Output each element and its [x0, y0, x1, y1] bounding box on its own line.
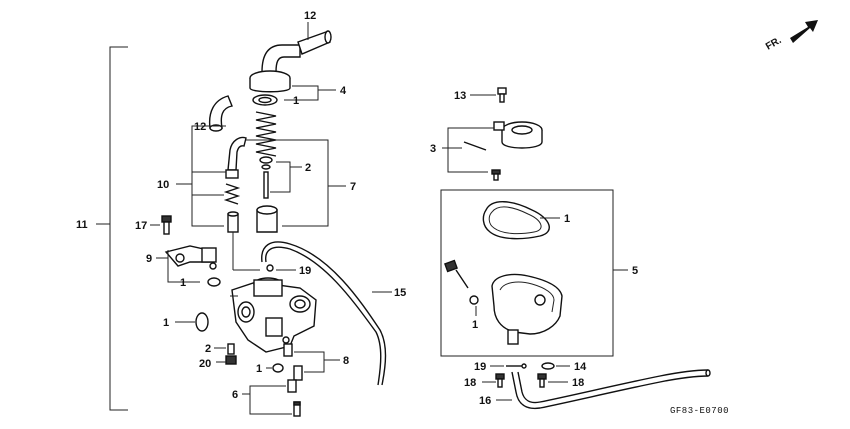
o-ring-1-bottom	[272, 363, 284, 373]
callout-11: 11	[76, 219, 88, 231]
callout-6: 6	[232, 389, 238, 401]
drain-tube-16	[511, 369, 711, 410]
callout-19-left: 19	[299, 265, 311, 277]
front-direction-label: FR.	[764, 35, 784, 53]
callout-10: 10	[157, 179, 169, 191]
choke-cable-elbow	[225, 136, 247, 179]
float-valve-13	[497, 87, 507, 103]
screw-18-right	[537, 373, 547, 388]
callout-13: 13	[454, 90, 466, 102]
assembly-bracket-11	[96, 46, 128, 411]
screw-18-left	[495, 373, 505, 388]
callout-2-needle: 2	[305, 162, 311, 174]
chamber-gasket-1	[482, 201, 550, 240]
front-direction-arrow-icon	[790, 20, 818, 43]
float-3	[493, 121, 543, 149]
choke-plunger	[227, 211, 239, 233]
callout-1-left: 1	[180, 277, 186, 289]
callout-19-right: 19	[474, 361, 486, 373]
callout-12-top: 12	[304, 10, 316, 22]
float-pin	[463, 141, 487, 151]
callout-15: 15	[394, 287, 406, 299]
fitting-19-right	[506, 363, 527, 369]
main-jet-6	[287, 379, 301, 417]
callout-17: 17	[135, 220, 147, 232]
callout-18-left: 18	[464, 377, 476, 389]
drain-screw	[444, 259, 469, 289]
o-ring-1-left	[207, 277, 221, 287]
callout-12-left: 12	[194, 121, 206, 133]
o-ring-1-body	[195, 312, 209, 332]
callout-20: 20	[199, 358, 211, 370]
callout-1-oring-top: 1	[293, 95, 299, 107]
callout-7: 7	[350, 181, 356, 193]
choke-lever-9	[164, 245, 217, 270]
callout-9: 9	[146, 253, 152, 265]
screw-2-bottom	[227, 343, 235, 355]
callout-4: 4	[340, 85, 347, 97]
elbow-hose-12-top	[261, 30, 332, 73]
diagram-code: GF83-E0700	[670, 406, 729, 416]
throttle-spring	[255, 111, 277, 157]
callout-3: 3	[430, 143, 436, 155]
callout-1-body: 1	[163, 317, 169, 329]
callout-18-right: 18	[572, 377, 584, 389]
clip-14	[541, 362, 555, 370]
jet-needle-clip-2	[259, 156, 273, 199]
callout-1-gasket: 1	[564, 213, 570, 225]
callout-5: 5	[632, 265, 638, 277]
callout-2-bottom: 2	[205, 343, 211, 355]
callout-14: 14	[574, 361, 587, 373]
air-screw-8	[283, 343, 303, 381]
o-ring-1-top	[252, 94, 278, 106]
callout-1-bottom: 1	[256, 363, 262, 375]
float-chamber-body	[491, 273, 563, 345]
choke-spring	[223, 183, 241, 205]
callout-1-float: 1	[472, 319, 478, 331]
carburetor-top-cap-4	[249, 70, 291, 93]
vent-tube-15	[261, 241, 387, 386]
fitting-19-left	[266, 264, 274, 272]
screw-20	[225, 355, 237, 365]
screw-17	[161, 215, 172, 235]
callout-16: 16	[479, 395, 491, 407]
float-chamber-box-5	[440, 189, 628, 357]
carburetor-body	[230, 232, 317, 353]
throttle-valve	[256, 205, 278, 233]
callout-8: 8	[343, 355, 349, 367]
o-ring-1-float	[469, 295, 479, 305]
float-screw	[491, 169, 501, 181]
